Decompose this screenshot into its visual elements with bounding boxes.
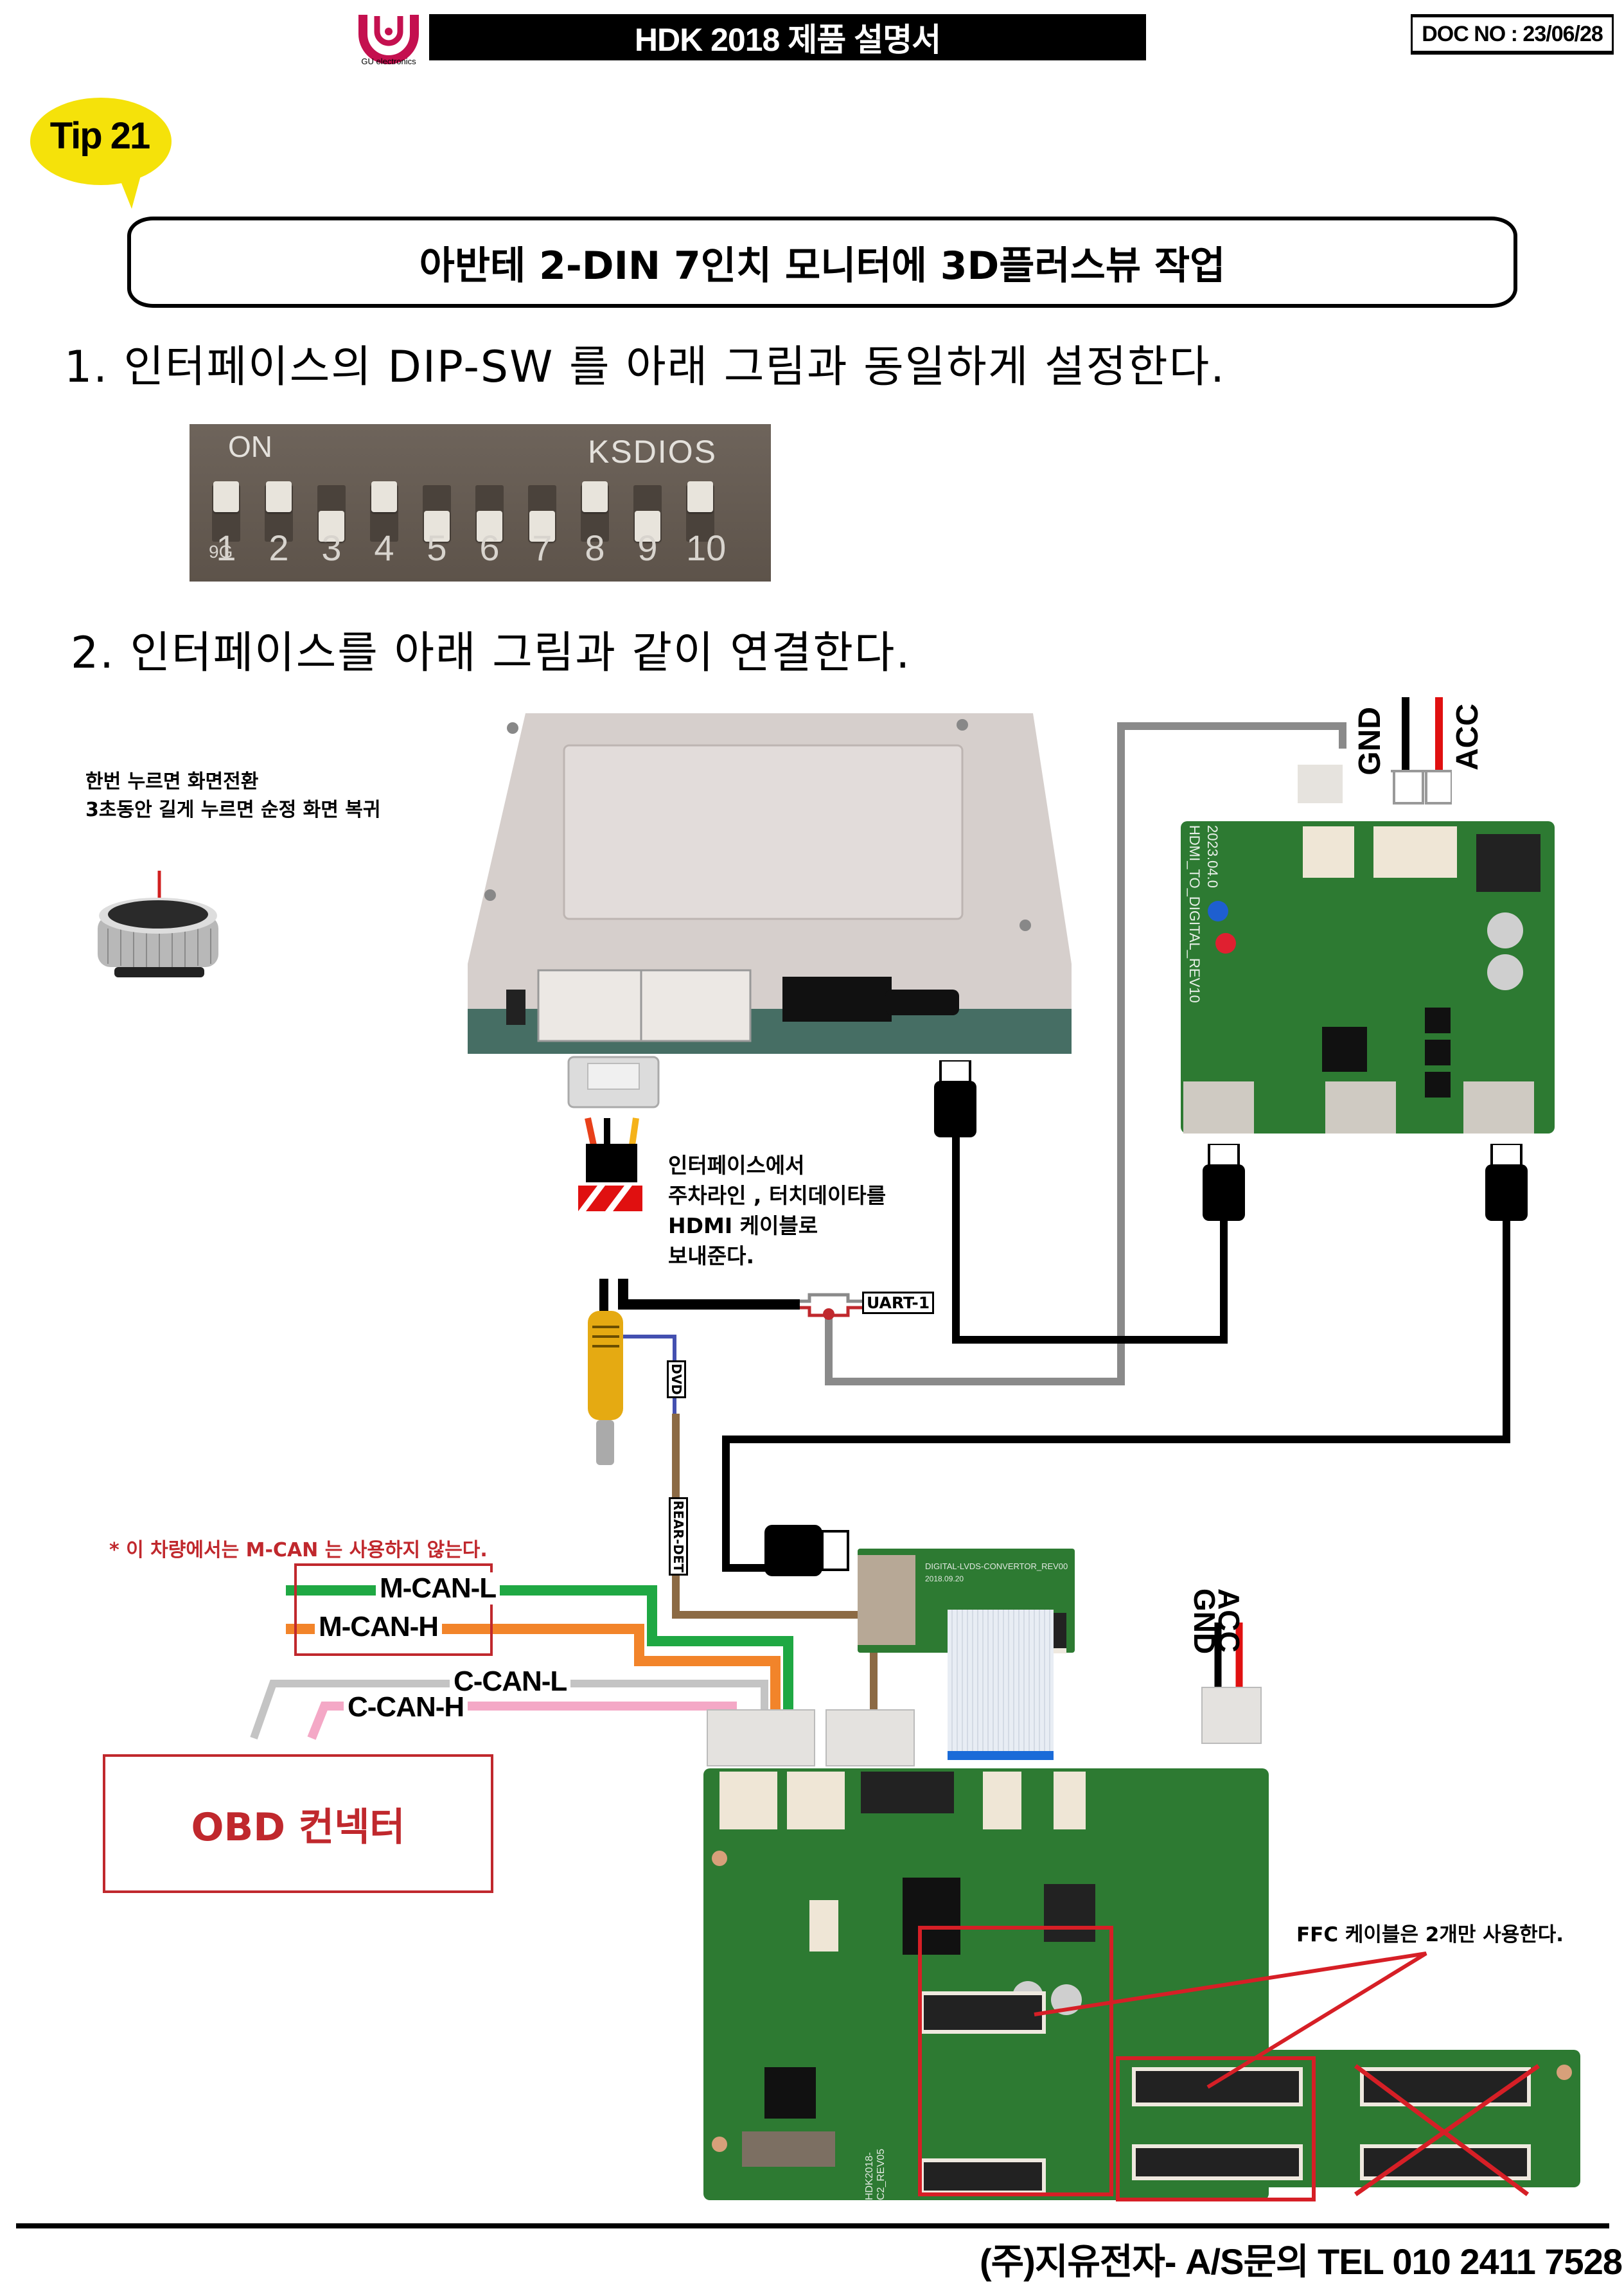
dip-switch-9[interactable] bbox=[633, 485, 662, 542]
dip-switch-knob bbox=[477, 511, 502, 542]
logo-text: GU electronics bbox=[361, 57, 416, 66]
dip-switch-number: 9 bbox=[637, 528, 658, 568]
m-can-unused-box bbox=[294, 1563, 493, 1656]
doc-number: DOC NO : 23/06/28 bbox=[1411, 14, 1614, 55]
dip-on-label: ON bbox=[228, 430, 272, 463]
dip-switch-number: 5 bbox=[427, 528, 447, 568]
ffc-cable bbox=[948, 1610, 1054, 1760]
ffc-extension-board bbox=[1118, 2050, 1580, 2187]
dip-switch-knob bbox=[319, 511, 344, 542]
m-can-h-wire bbox=[286, 1624, 781, 1709]
ffc-used-highlight-1 bbox=[918, 1926, 1113, 2196]
dip-switch-number: 3 bbox=[321, 528, 342, 568]
rear-det-connector bbox=[825, 1709, 915, 1766]
pcb3-graphic bbox=[1132, 2065, 1572, 2180]
dip-switch-1[interactable] bbox=[212, 481, 240, 542]
rear-det-label: REAR-DET bbox=[669, 1497, 688, 1576]
hdmi-cable-pcb-to-lvds bbox=[722, 1202, 1510, 1572]
dip-switch-number: 6 bbox=[479, 528, 500, 568]
gu-electronics-logo bbox=[358, 15, 419, 64]
power-connector-icon bbox=[1298, 765, 1452, 805]
hdmi-note: 인터페이스에서 주차라인 , 터치데이타를 HDMI 케이블로 보내준다. bbox=[668, 1150, 886, 1271]
harness-and-rca-icon bbox=[567, 1056, 660, 1465]
c-can-l-label: C-CAN-L bbox=[450, 1666, 571, 1698]
hdmi-note-line-3: HDMI 케이블로 bbox=[668, 1213, 818, 1238]
dip-switch-knob bbox=[213, 481, 239, 512]
dip-switch-knob bbox=[582, 481, 608, 512]
hdmi-plug-icon bbox=[934, 1060, 976, 1137]
uart-label: UART-1 bbox=[862, 1292, 935, 1314]
hdmi-note-line-4: 보내준다. bbox=[668, 1243, 754, 1268]
c-can-h-label: C-CAN-H bbox=[344, 1691, 468, 1723]
dip-switch-number: 4 bbox=[374, 528, 394, 568]
lvds-silkscreen: DIGITAL-LVDS-CONVERTOR_REV00 bbox=[925, 1561, 1068, 1571]
can-connector bbox=[707, 1709, 815, 1766]
acc-connector bbox=[1201, 1687, 1262, 1744]
section-title: 아반테 2-DIN 7인치 모니터에 3D플러스뷰 작업 bbox=[127, 217, 1517, 308]
m-can-l-wire bbox=[286, 1585, 793, 1709]
dip-switch-number: 7 bbox=[532, 528, 552, 568]
footer-divider bbox=[16, 2223, 1609, 2228]
m-can-h-label: M-CAN-H bbox=[315, 1611, 443, 1643]
pcb1-silkscreen: HDMI_TO_DIGITAL_REV10 bbox=[1187, 825, 1203, 1003]
dip-switch-3[interactable] bbox=[317, 485, 346, 542]
ffc-unused-cross-2 bbox=[1354, 2064, 1540, 2196]
dip-switch-10[interactable] bbox=[686, 481, 714, 542]
mode-knob-icon bbox=[98, 871, 218, 977]
dip-switch-6[interactable] bbox=[475, 485, 504, 542]
footer-contact: (주)지유전자- A/S문의 TEL 010 2411 7528 bbox=[980, 2241, 1623, 2282]
dip-switch-knob bbox=[371, 481, 397, 512]
dip-switch-number: 1 bbox=[216, 528, 236, 568]
dip-corner-mark: 9G bbox=[209, 542, 233, 562]
uart-black-wire bbox=[618, 1279, 800, 1310]
step-1-text: 1. 인터페이스의 DIP-SW 를 아래 그림과 동일하게 설정한다. bbox=[64, 342, 1226, 393]
dip-switch-knob bbox=[529, 511, 555, 542]
document-title-bar: HDK 2018 제품 설명서 bbox=[429, 14, 1146, 60]
hdmi-cable-box-to-pcb bbox=[952, 1131, 1228, 1344]
knob-instruction-line-1: 한번 누르면 화면전환 bbox=[85, 770, 259, 793]
dip-switch-number: 2 bbox=[269, 528, 289, 568]
step-2-text: 2. 인터페이스를 아래 그림과 같이 연결한다. bbox=[71, 628, 912, 679]
knob-instruction: 한번 누르면 화면전환 3초동안 길게 누르면 순정 화면 복귀 bbox=[85, 768, 381, 824]
tip-label: Tip 21 bbox=[49, 115, 151, 157]
ffc-used-highlight-2 bbox=[1116, 2056, 1316, 2201]
uart-gray-wire bbox=[825, 722, 1346, 1385]
dip-switch-number: 8 bbox=[585, 528, 605, 568]
tip-bubble-icon bbox=[30, 98, 172, 209]
obd-connector-box: OBD 컨넥터 bbox=[103, 1754, 493, 1893]
ffc-unused-cross-1 bbox=[1354, 2064, 1530, 2196]
dvd-label: DVD bbox=[667, 1360, 686, 1398]
uart-connector-outline bbox=[800, 1293, 862, 1303]
hdmi-to-digital-board: HDMI_TO_DIGITAL_REV10 2023.04.0 bbox=[1181, 821, 1555, 1134]
pcb1-graphic bbox=[1183, 826, 1540, 1134]
ffc-note: FFC 케이블은 2개만 사용한다. bbox=[1296, 1923, 1564, 1946]
acc-label-bottom: ACC bbox=[1212, 1588, 1246, 1653]
lvds-date: 2018.09.20 bbox=[925, 1574, 964, 1583]
dip-switch-5[interactable] bbox=[423, 485, 451, 542]
dip-switch-2[interactable] bbox=[265, 481, 293, 542]
hdmi-plug-icon bbox=[1485, 1144, 1528, 1221]
hdmi-plug-icon bbox=[1203, 1144, 1245, 1221]
gnd-label-bottom: GND bbox=[1188, 1588, 1221, 1655]
pcb1-date: 2023.04.0 bbox=[1205, 825, 1221, 888]
ffc-pointer-lines bbox=[1034, 1952, 1427, 2089]
dip-switch-4[interactable] bbox=[370, 481, 398, 542]
dip-switch-knob bbox=[266, 481, 292, 512]
m-can-note: * 이 차량에서는 M-CAN 는 사용하지 않는다. bbox=[109, 1539, 488, 1561]
dip-switch-8[interactable] bbox=[581, 481, 609, 542]
dip-switch-7[interactable] bbox=[528, 485, 556, 542]
dip-switch-knob bbox=[687, 481, 713, 512]
dip-switch-knob bbox=[635, 511, 660, 542]
dip-switch-knob bbox=[424, 511, 450, 542]
hdmi-note-line-1: 인터페이스에서 bbox=[668, 1153, 805, 1178]
dip-brand-label: KSDIOS bbox=[588, 434, 717, 470]
m-can-l-label: M-CAN-L bbox=[376, 1572, 500, 1605]
hdmi-plug-icon bbox=[764, 1525, 849, 1576]
interface-box-image bbox=[468, 713, 1072, 1054]
hdmi-note-line-2: 주차라인 , 터치데이타를 bbox=[668, 1183, 887, 1208]
knob-instruction-line-2: 3초동안 길게 누르면 순정 화면 복귀 bbox=[85, 799, 381, 821]
